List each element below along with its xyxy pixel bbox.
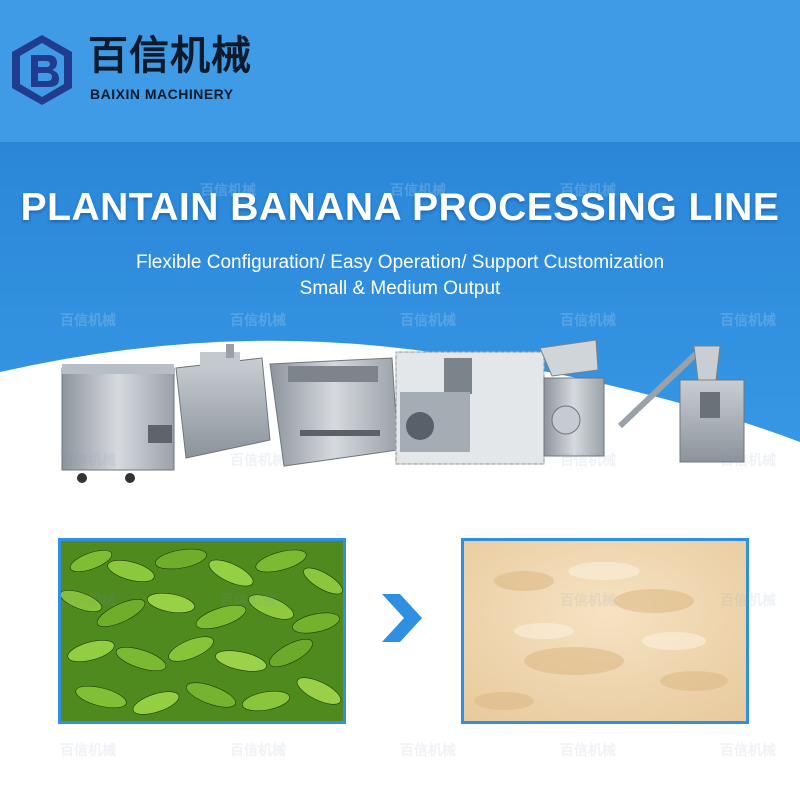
watermark-text: 百信机械 [560,743,616,759]
blanching-fryer [269,357,399,467]
packing-machine [679,345,745,463]
watermark-text: 百信机械 [720,593,776,609]
grinding-machine [539,339,605,457]
slicing-machine [175,344,271,459]
header-bar [0,0,800,142]
subtitle-line-2: Small & Medium Output [299,278,501,299]
peeling-machine [61,364,175,483]
watermark-text: 百信机械 [230,453,286,469]
subtitle-line-1: Flexible Configuration/ Easy Operation/ … [135,252,665,273]
watermark-text: 百信机械 [560,183,616,199]
watermark-text: 百信机械 [230,313,286,329]
headline: PLANTAIN BANANA PROCESSING LINE [20,186,780,229]
processing-machines-illustration [61,339,745,483]
watermark-text: 百信机械 [720,453,776,469]
watermark-text: 百信机械 [560,313,616,329]
drying-oven [395,351,545,465]
watermark-text: 百信机械 [400,743,456,759]
watermark-text: 百信机械 [560,453,616,469]
watermark-text: 百信机械 [220,593,276,609]
logo-b-icon [12,35,72,105]
watermark-text: 百信机械 [400,313,456,329]
watermark-text: 百信机械 [60,743,116,759]
watermark-text: 百信机械 [60,593,116,609]
watermark-text: 百信机械 [60,313,116,329]
watermark-text: 百信机械 [390,183,446,199]
watermark-text: 百信机械 [200,183,256,199]
watermark-text: 百信机械 [230,743,286,759]
brand-name-cn: 百信机械 [88,33,252,79]
watermark-text: 百信机械 [720,313,776,329]
watermark-text: 百信机械 [60,453,116,469]
chevron-right-icon [382,594,422,642]
brand-name-en: BAIXIN MACHINERY [90,86,234,102]
watermark-text: 百信机械 [560,593,616,609]
green-plantain-photo [58,538,346,724]
watermark-text: 百信机械 [720,743,776,759]
banana-flour-photo [461,538,749,724]
